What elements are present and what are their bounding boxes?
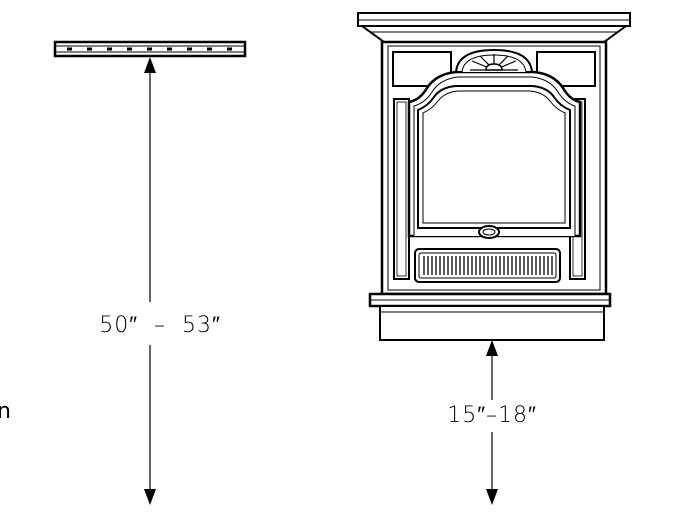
wall-bracket	[53, 40, 247, 58]
cropped-text-fragment: n	[0, 399, 11, 424]
floor-clearance-label: 15″–18″	[447, 403, 537, 428]
arrow-down	[486, 489, 498, 505]
arrow-up	[486, 340, 498, 356]
hearth-plinth	[379, 305, 605, 341]
floor-clearance-dimension	[486, 340, 498, 505]
fireplace-mantel	[357, 12, 631, 341]
grille-slats	[423, 256, 553, 275]
bracket-height-dimension	[144, 57, 156, 505]
bracket-height-label: 50″ – 53″	[99, 313, 221, 338]
bracket-holes	[67, 47, 232, 51]
arrow-down	[144, 489, 156, 505]
arrow-up	[144, 57, 156, 73]
crown-moulding	[358, 25, 630, 43]
